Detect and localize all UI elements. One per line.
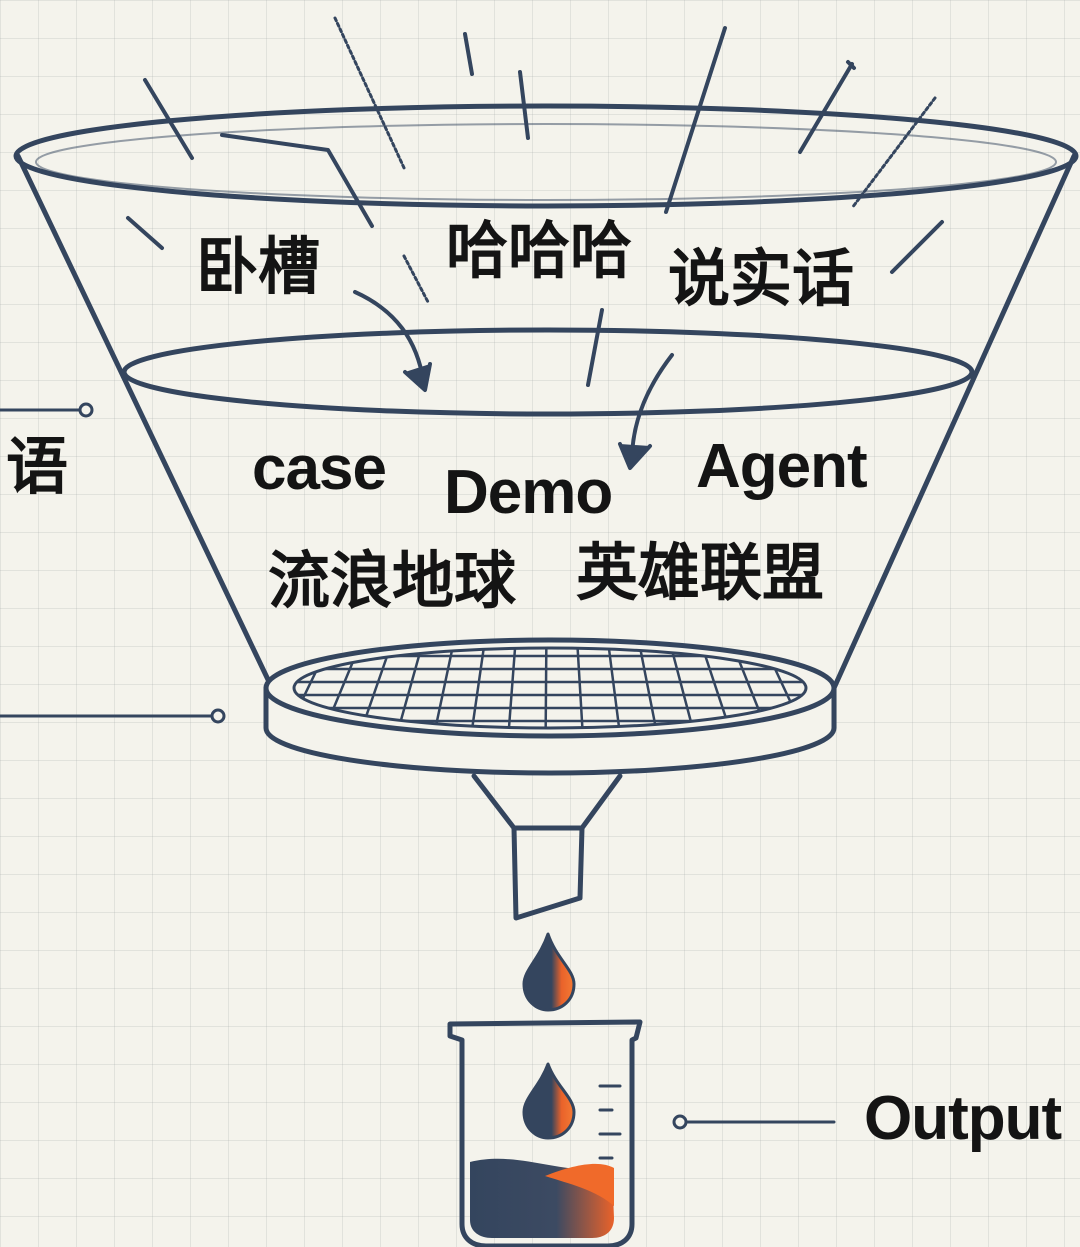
funnel-rim xyxy=(13,103,1079,209)
funnel-word-shuoshihua: 说实话 xyxy=(668,242,855,315)
mesh-line xyxy=(544,648,548,728)
beaker xyxy=(447,1019,643,1247)
funnel-body xyxy=(13,103,1079,691)
mesh-line xyxy=(470,648,486,728)
funnel-word-wocao: 卧槽 xyxy=(196,230,321,303)
funnel-word-demo: Demo xyxy=(444,458,613,527)
funnel-word-hahaha: 哈哈哈 xyxy=(446,214,633,287)
left-callout-label: 语 xyxy=(6,430,69,503)
mesh-line xyxy=(507,648,517,728)
funnel-spout xyxy=(471,773,623,921)
callout-leaders xyxy=(0,402,836,1130)
mesh-line xyxy=(701,648,731,728)
mesh-line xyxy=(576,648,584,728)
funnel-word-yingxionglianmeng: 英雄联盟 xyxy=(576,536,825,609)
funnel-word-agent: Agent xyxy=(696,432,868,501)
mesh-line xyxy=(434,648,454,728)
funnel-word-liulangdiqiu: 流浪地球 xyxy=(268,544,517,617)
falling-drop xyxy=(522,932,576,1012)
mesh-line xyxy=(670,648,694,728)
funnel-rim-inner xyxy=(35,123,1057,201)
output-label: Output I xyxy=(864,1084,1080,1153)
funnel-word-case: case xyxy=(252,434,387,503)
mesh-filter xyxy=(263,637,837,776)
mesh-line xyxy=(607,648,621,728)
funnel-layer-divider xyxy=(121,327,975,417)
mesh-line xyxy=(397,648,423,728)
flow-arrows xyxy=(353,290,674,470)
mesh-line xyxy=(360,648,392,728)
mesh-line xyxy=(638,648,658,728)
